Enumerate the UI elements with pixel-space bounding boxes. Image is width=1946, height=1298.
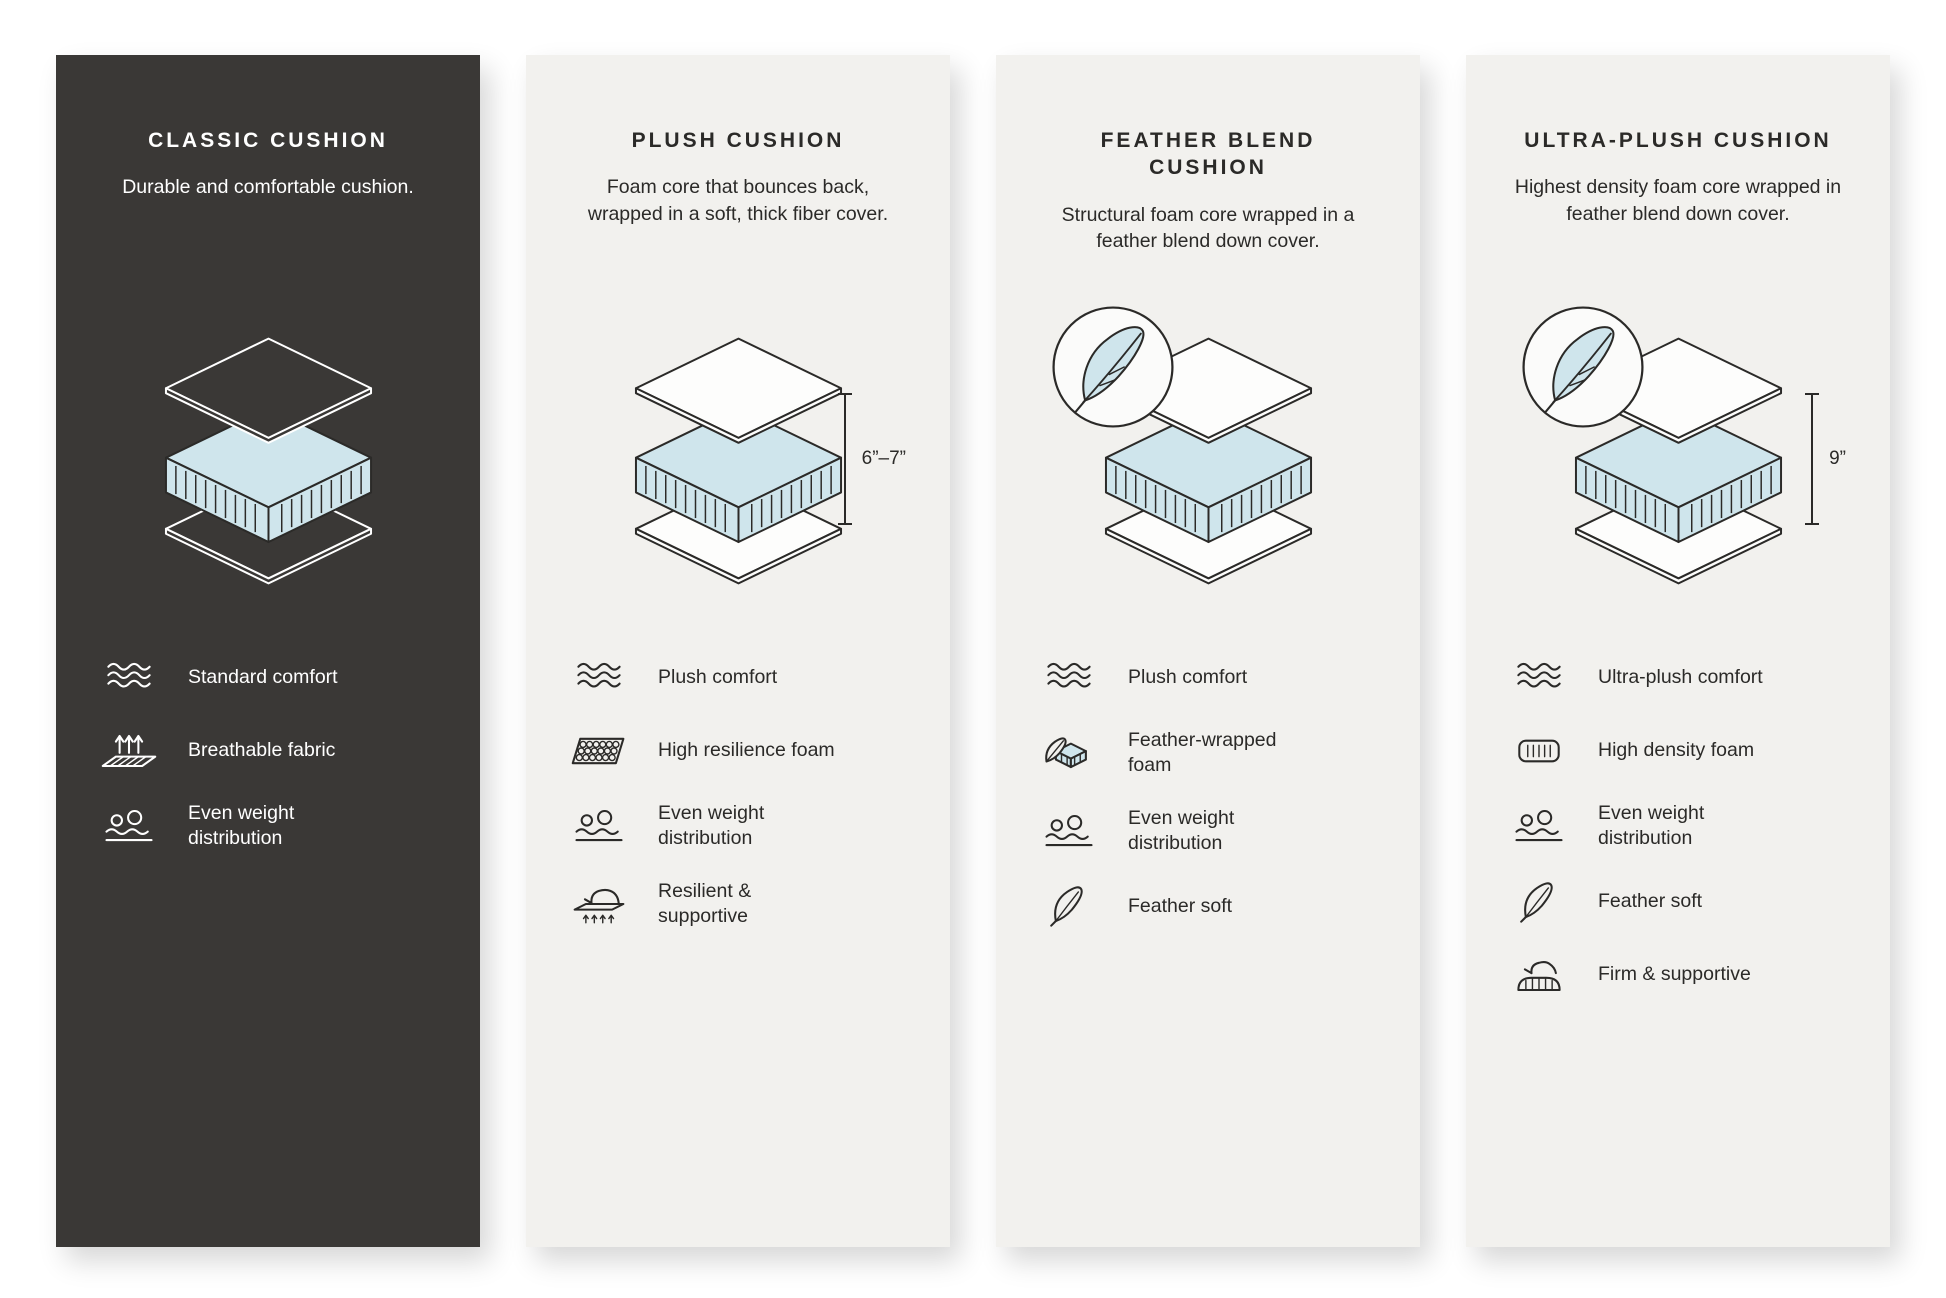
feature-label: Breathable fabric — [188, 739, 336, 762]
cushion-comparison: CLASSIC CUSHION Durable and comfortable … — [56, 55, 1890, 1247]
feather-icon — [1508, 879, 1570, 925]
feature-row: Even weight distribution — [1508, 801, 1848, 852]
panel-title: ULTRA-PLUSH CUSHION — [1524, 129, 1832, 152]
panel-title: FEATHER BLEND CUSHION — [1100, 129, 1316, 180]
top-cover-layer — [634, 337, 842, 444]
cushion-layers-illustration — [634, 337, 842, 585]
feature-list: Plush comfort Feather-wrapped foam — [1038, 655, 1378, 929]
foam-hatch — [1114, 465, 1302, 533]
firm-support-icon — [1508, 952, 1570, 998]
feature-list: Ultra-plush comfort High density foam — [1508, 655, 1848, 998]
breathable-icon — [98, 728, 160, 774]
feature-row: Firm & supportive — [1508, 952, 1848, 998]
panel-ultra-plush-cushion: ULTRA-PLUSH CUSHION Highest density foam… — [1466, 55, 1890, 1247]
panel-description: Structural foam core wrapped in a feathe… — [1061, 203, 1355, 252]
panel-classic-cushion: CLASSIC CUSHION Durable and comfortable … — [56, 55, 480, 1247]
feature-label: Even weight distribution — [1128, 806, 1235, 855]
feature-label: Resilient & supportive — [658, 879, 752, 928]
panel-title: CLASSIC CUSHION — [148, 129, 388, 152]
panel-description: Foam core that bounces back, wrapped in … — [587, 176, 889, 225]
feature-row: Even weight distribution — [98, 801, 438, 852]
cushion-diagram — [98, 332, 438, 617]
feature-label: Plush comfort — [1128, 666, 1248, 689]
feature-row: Even weight distribution — [568, 801, 908, 852]
foam-hatch — [644, 465, 832, 533]
cushion-diagram: 9” — [1508, 306, 1848, 617]
feature-row: Even weight distribution — [1038, 806, 1378, 857]
feather-foam-icon — [1038, 730, 1100, 776]
panel-title: PLUSH CUSHION — [631, 129, 845, 152]
feature-label: Even weight distribution — [658, 802, 765, 850]
feather-badge — [1052, 306, 1174, 428]
measurement-bracket — [837, 393, 852, 525]
weight-distribution-icon — [568, 803, 630, 849]
measurement-label: 6”–7” — [861, 448, 906, 469]
panel-header: FEATHER BLEND CUSHION Structural foam co… — [1038, 127, 1378, 332]
panel-header: CLASSIC CUSHION Durable and comfortable … — [98, 127, 438, 332]
panel-feather-blend-cushion: FEATHER BLEND CUSHION Structural foam co… — [996, 55, 1420, 1247]
feature-list: Plush comfort High resilience foam — [568, 655, 908, 929]
feature-label: Feather soft — [1128, 894, 1233, 917]
feature-label: Ultra-plush comfort — [1598, 666, 1763, 689]
feature-row: Feather soft — [1508, 879, 1848, 925]
weight-distribution-icon — [1038, 808, 1100, 854]
measurement-label: 9” — [1829, 448, 1846, 469]
feature-label: Feather soft — [1598, 890, 1703, 913]
feature-label: High resilience foam — [658, 739, 835, 762]
cushion-diagram: 6”–7” — [568, 332, 908, 617]
cushion-layers-illustration — [164, 337, 372, 585]
feature-row: Standard comfort — [98, 655, 438, 701]
feature-row: Feather soft — [1038, 883, 1378, 929]
foam-cells-icon — [568, 728, 630, 774]
feature-label: Feather-wrapped foam — [1128, 729, 1277, 777]
panel-header: PLUSH CUSHION Foam core that bounces bac… — [568, 127, 908, 332]
foam-hatch — [1584, 465, 1772, 533]
height-measurement: 9” — [1804, 392, 1846, 526]
feature-row: Plush comfort — [568, 655, 908, 701]
top-cover-layer — [164, 337, 372, 444]
measurement-bracket — [1805, 393, 1820, 525]
feature-row: Resilient & supportive — [568, 879, 908, 930]
weight-distribution-icon — [1508, 803, 1570, 849]
wave-icon — [1038, 655, 1100, 701]
feature-label: Plush comfort — [658, 666, 778, 689]
panel-description: Durable and comfortable cushion. — [122, 176, 414, 199]
feature-label: High density foam — [1598, 739, 1755, 762]
cushion-layers-illustration — [1574, 337, 1782, 585]
feature-row: Ultra-plush comfort — [1508, 655, 1848, 701]
wave-icon — [1508, 655, 1570, 701]
feature-row: Breathable fabric — [98, 728, 438, 774]
panel-description: Highest density foam core wrapped in fea… — [1514, 176, 1842, 225]
feature-list: Standard comfort Breathable fabric — [98, 655, 438, 852]
feature-label: Even weight distribution — [188, 802, 295, 850]
foam-density-icon — [1508, 728, 1570, 774]
foam-core-layer — [1104, 407, 1312, 544]
feature-label: Firm & supportive — [1598, 963, 1751, 986]
feature-label: Standard comfort — [188, 666, 338, 689]
feature-row: High density foam — [1508, 728, 1848, 774]
cushion-diagram — [1038, 306, 1378, 617]
height-measurement: 6”–7” — [837, 392, 906, 526]
feature-row: Feather-wrapped foam — [1038, 728, 1378, 779]
weight-distribution-icon — [98, 803, 160, 849]
feature-row: Plush comfort — [1038, 655, 1378, 701]
wave-icon — [98, 655, 160, 701]
foam-hatch — [174, 465, 362, 533]
feature-label: Even weight distribution — [1598, 802, 1705, 850]
foam-core-layer — [1574, 407, 1782, 544]
feature-row: High resilience foam — [568, 728, 908, 774]
feather-badge — [1522, 306, 1644, 428]
foam-core-layer — [164, 407, 372, 544]
foam-core-layer — [634, 407, 842, 544]
hand-press-icon — [568, 881, 630, 927]
wave-icon — [568, 655, 630, 701]
feather-icon — [1038, 883, 1100, 929]
panel-header: ULTRA-PLUSH CUSHION Highest density foam… — [1508, 127, 1848, 332]
panel-plush-cushion: PLUSH CUSHION Foam core that bounces bac… — [526, 55, 950, 1247]
